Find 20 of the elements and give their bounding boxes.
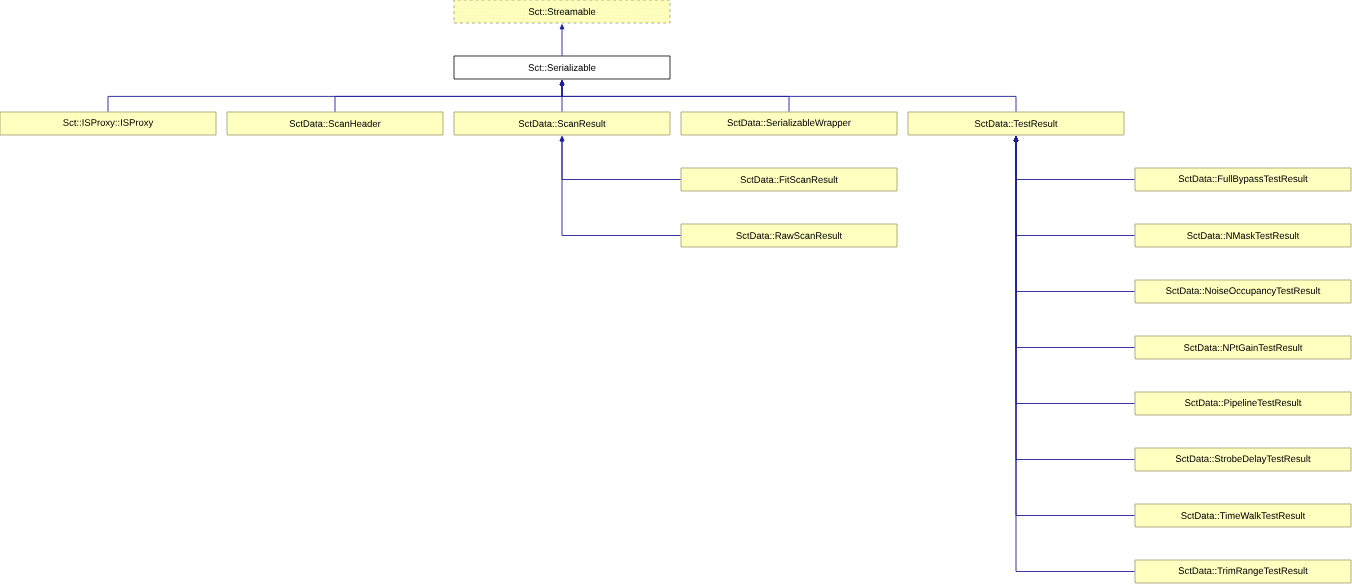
class-box: Sct::Serializable — [453, 55, 671, 80]
class-box: Sct::ISProxy::ISProxy — [0, 111, 217, 136]
class-box: SctData::SerializableWrapper — [680, 111, 898, 136]
class-box: SctData::FitScanResult — [680, 167, 898, 192]
class-box: SctData::TrimRangeTestResult — [1134, 559, 1352, 584]
class-box: Sct::Streamable — [453, 0, 671, 24]
inheritance-arrow — [559, 24, 565, 57]
inheritance-arrow — [559, 136, 682, 236]
class-box: SctData::StrobeDelayTestResult — [1134, 447, 1352, 472]
class-box: SctData::TestResult — [907, 111, 1125, 136]
class-box: SctData::RawScanResult — [680, 223, 898, 248]
class-box: SctData::PipelineTestResult — [1134, 391, 1352, 416]
class-box: SctData::NoiseOccupancyTestResult — [1134, 279, 1352, 304]
class-box: SctData::ScanResult — [453, 111, 671, 136]
class-box: SctData::TimeWalkTestResult — [1134, 503, 1352, 528]
inheritance-arrow — [559, 80, 1017, 113]
class-box: SctData::FullBypassTestResult — [1134, 167, 1352, 192]
class-box: SctData::ScanHeader — [226, 111, 444, 136]
class-box: SctData::NPtGainTestResult — [1134, 335, 1352, 360]
class-box: SctData::NMaskTestResult — [1134, 223, 1352, 248]
